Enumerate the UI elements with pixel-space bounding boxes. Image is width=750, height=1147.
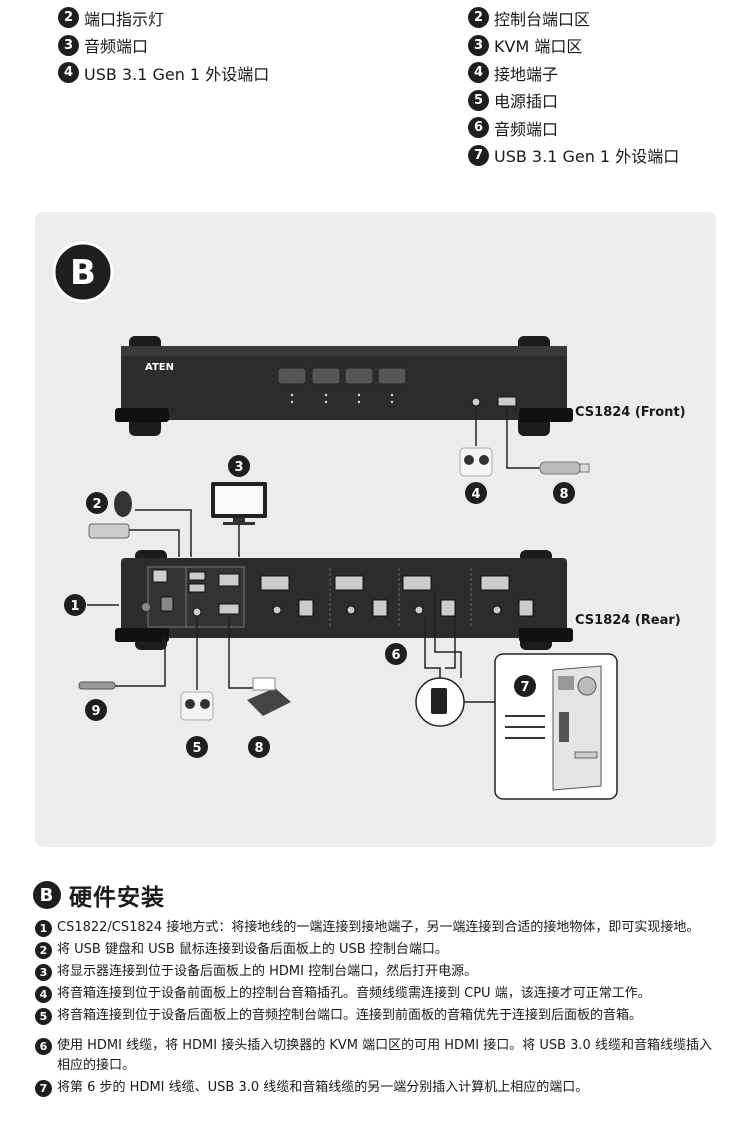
legend-label: KVM 端口区 — [494, 37, 583, 57]
number-badge: 3 — [58, 34, 79, 56]
legend-label: 音频端口 — [84, 37, 149, 57]
number-badge: 4 — [468, 62, 489, 84]
kvm-hdmi-port — [402, 575, 432, 591]
section-badge-circle — [52, 241, 114, 303]
step-text: 将音箱连接到位于设备前面板上的控制台音箱插孔。音频线缆需连接到 CPU 端，该连… — [57, 986, 651, 1001]
step-item: 6 使用 HDMI 线缆，将 HDMI 接头插入切换器的 KVM 端口区的可用 H… — [35, 1036, 719, 1076]
step-item: 7 将第 6 步的 HDMI 线缆、USB 3.0 线缆和音箱线缆的另一端分别插入… — [35, 1078, 719, 1098]
legend-label: 控制台端口区 — [494, 9, 591, 29]
section-badge-letter: B — [70, 253, 96, 293]
step-item: 2 将 USB 键盘和 USB 鼠标连接到设备后面板上的 USB 控制台端口。 — [35, 940, 719, 960]
usb-console-port — [188, 583, 206, 593]
kvm-hdmi-port — [334, 575, 364, 591]
legend-label: USB 3.1 Gen 1 外设端口 — [84, 64, 270, 84]
number-badge: 2 — [468, 7, 489, 29]
step-number: 6 — [35, 1038, 52, 1055]
port-button — [344, 367, 374, 385]
front-label: CS1824 (Front) — [575, 405, 686, 420]
legend-label: 电源插口 — [494, 92, 559, 112]
callout-3: 3 — [234, 460, 243, 475]
callout-7: 7 — [520, 680, 529, 695]
number-badge: 3 — [468, 34, 489, 56]
step-number: 1 — [35, 920, 52, 937]
step-text: 将 USB 键盘和 USB 鼠标连接到设备后面板上的 USB 控制台端口。 — [57, 942, 448, 957]
mouse-icon — [114, 491, 132, 517]
step-number: 3 — [35, 964, 52, 981]
number-badge: 4 — [58, 62, 79, 84]
step-number: 2 — [35, 942, 52, 959]
kvm-rear-unit — [115, 550, 573, 650]
computer-tower-icon — [552, 665, 602, 791]
power-jack — [160, 596, 174, 612]
rj45-port — [152, 569, 168, 583]
section-heading: B 硬件安装 — [33, 878, 165, 912]
callout-8-front: 8 — [559, 487, 568, 502]
audio-jack — [471, 397, 481, 407]
step-text: CS1822/CS1824 接地方式：将接地线的一端连接到接地端子，另一端连接到… — [57, 920, 700, 935]
power-adapter-icon — [78, 681, 116, 690]
usb-drive-icon — [539, 461, 581, 475]
audio-console-port — [192, 607, 202, 617]
callout-1: 1 — [70, 599, 79, 614]
kvm-hdmi-port — [480, 575, 510, 591]
installation-steps: 1 CS1822/CS1824 接地方式：将接地线的一端连接到接地端子，另一端连接… — [35, 918, 719, 1100]
brand-logo: ATEN — [145, 362, 174, 373]
number-badge: 7 — [468, 144, 489, 166]
callout-9: 9 — [91, 704, 100, 719]
usb-console-port — [188, 571, 206, 581]
hdmi-console-port — [218, 573, 240, 587]
step-number: 5 — [35, 1008, 52, 1025]
kvm-front-unit: ATEN — [115, 336, 573, 436]
cable-bundle-icon — [431, 688, 447, 714]
callout-2: 2 — [92, 497, 101, 512]
port-button — [377, 367, 407, 385]
step-item: 4 将音箱连接到位于设备前面板上的控制台音箱插孔。音频线缆需连接到 CPU 端，该… — [35, 984, 719, 1004]
printer-icon — [247, 677, 291, 716]
step-item: 3 将显示器连接到位于设备后面板上的 HDMI 控制台端口，然后打开电源。 — [35, 962, 719, 982]
usb-peripheral-port — [218, 603, 240, 615]
usb-port — [497, 396, 517, 407]
step-item: 1 CS1822/CS1824 接地方式：将接地线的一端连接到接地端子，另一端连接… — [35, 918, 719, 938]
port-button — [277, 367, 307, 385]
rear-label: CS1824 (Rear) — [575, 613, 681, 628]
callout-5: 5 — [192, 741, 201, 756]
step-text: 将音箱连接到位于设备后面板上的音频控制台端口。连接到前面板的音箱优先于连接到后面… — [57, 1008, 643, 1023]
legend-label: 端口指示灯 — [84, 9, 165, 29]
callout-4: 4 — [471, 487, 480, 502]
port-button — [311, 367, 341, 385]
number-badge: 5 — [468, 89, 489, 111]
keyboard-icon — [88, 523, 130, 539]
step-text: 将显示器连接到位于设备后面板上的 HDMI 控制台端口，然后打开电源。 — [57, 964, 478, 979]
installation-diagram: B ATEN CS1824 (Front) — [35, 212, 716, 847]
diagram-svg: B ATEN CS1824 (Front) — [52, 241, 686, 800]
section-badge: B — [33, 881, 61, 909]
step-text: 将第 6 步的 HDMI 线缆、USB 3.0 线缆和音箱线缆的另一端分别插入计… — [57, 1080, 589, 1095]
section-title: 硬件安装 — [69, 885, 165, 911]
callout-8-rear: 8 — [254, 741, 263, 756]
legend-label: USB 3.1 Gen 1 外设端口 — [494, 147, 680, 167]
step-number: 4 — [35, 986, 52, 1003]
kvm-hdmi-port — [260, 575, 290, 591]
number-badge: 6 — [468, 117, 489, 139]
callout-6: 6 — [391, 648, 400, 663]
step-item: 5 将音箱连接到位于设备后面板上的音频控制台端口。连接到前面板的音箱优先于连接到后… — [35, 1006, 719, 1026]
legend-label: 音频端口 — [494, 119, 559, 139]
monitor-icon — [211, 482, 267, 525]
number-badge: 2 — [58, 7, 79, 29]
step-number: 7 — [35, 1080, 52, 1097]
step-text: 使用 HDMI 线缆，将 HDMI 接头插入切换器的 KVM 端口区的可用 HD… — [57, 1038, 712, 1073]
legend-label: 接地端子 — [494, 64, 559, 84]
